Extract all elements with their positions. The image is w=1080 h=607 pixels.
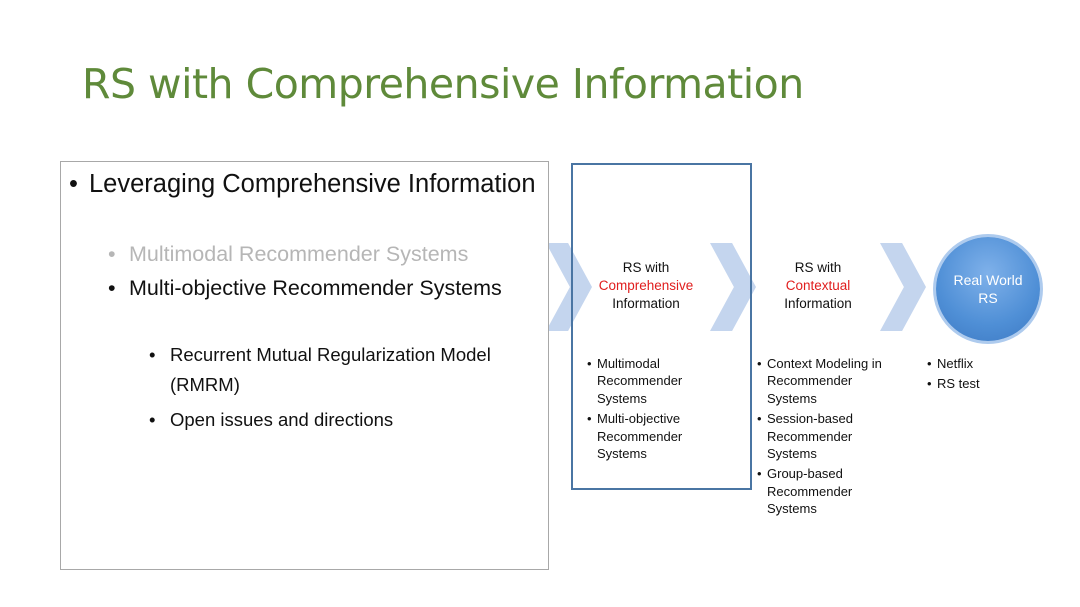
outline-item-text: Recurrent Mutual Regularization Model (R… — [170, 344, 491, 395]
stage-comprehensive-heading: RS with Comprehensive Information — [571, 259, 721, 313]
stage-heading-keyword: Contextual — [785, 278, 851, 293]
outline-item-text: Multi-objective Recommender Systems — [129, 276, 502, 300]
list-item: RS test — [927, 375, 1057, 393]
bullet-dot-icon: • — [149, 344, 156, 365]
outline-item-text: Multimodal Recommender Systems — [129, 242, 469, 266]
bullet-dot-icon: • — [108, 242, 116, 266]
list-item: Context Modeling in Recommender Systems — [757, 355, 897, 407]
bullet-dot-icon: • — [108, 276, 116, 300]
list-item: Group-based Recommender Systems — [757, 465, 897, 517]
list-item: Session-based Recommender Systems — [757, 410, 897, 462]
outline-item-level2-dimmed: • Multimodal Recommender Systems — [108, 240, 548, 268]
stage-comprehensive-list: Multimodal Recommender Systems Multi-obj… — [587, 355, 727, 465]
outline-item-level3: • Open issues and directions — [149, 405, 529, 435]
outline-item-level2: • Multi-objective Recommender Systems — [108, 274, 528, 303]
outline-item-level3: • Recurrent Mutual Regularization Model … — [149, 340, 549, 400]
stage-heading-line: Information — [784, 296, 852, 311]
stage-real-world-list: Netflix RS test — [927, 355, 1057, 396]
outline-item-text: Leveraging Comprehensive Information — [89, 170, 536, 198]
stage-heading-line: RS with — [794, 260, 842, 275]
list-item: Netflix — [927, 355, 1057, 373]
circle-label: Real World — [953, 272, 1023, 288]
circle-label: RS — [978, 290, 998, 306]
bullet-dot-icon: • — [69, 170, 78, 198]
current-stage-highlight-frame — [571, 163, 752, 490]
real-world-rs-circle: Real World RS — [936, 237, 1040, 341]
outline-item-text: Open issues and directions — [170, 409, 394, 430]
stage-heading-keyword: Comprehensive — [598, 278, 694, 293]
bullet-dot-icon: • — [149, 409, 156, 430]
slide-title: RS with Comprehensive Information — [82, 60, 804, 108]
stage-heading-line: Information — [612, 296, 680, 311]
stage-contextual-heading: RS with Contextual Information — [743, 259, 893, 313]
list-item: Multi-objective Recommender Systems — [587, 410, 727, 462]
list-item: Multimodal Recommender Systems — [587, 355, 727, 407]
outline-item-level1: • Leveraging Comprehensive Information — [69, 167, 539, 201]
stage-heading-line: RS with — [622, 260, 670, 275]
stage-contextual-list: Context Modeling in Recommender Systems … — [757, 355, 897, 521]
outline-panel: • Leveraging Comprehensive Information •… — [60, 161, 549, 570]
